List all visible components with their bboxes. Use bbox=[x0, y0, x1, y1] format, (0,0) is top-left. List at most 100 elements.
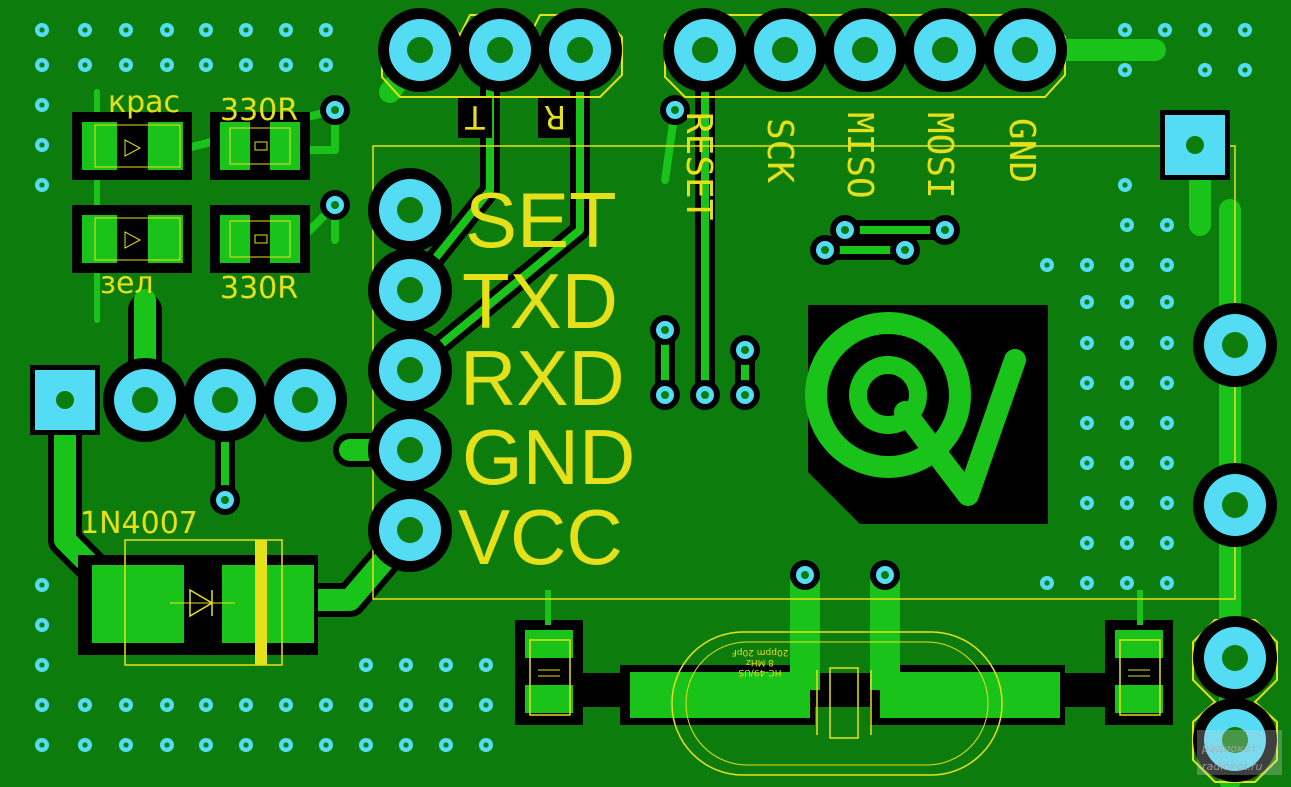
via-hole bbox=[1164, 380, 1170, 386]
pin-label-gnd: GND bbox=[462, 413, 635, 501]
pin-label-vcc: VCC bbox=[458, 493, 623, 581]
via-hole bbox=[1084, 580, 1090, 586]
crystal-outline bbox=[671, 631, 1003, 776]
via-hole bbox=[1124, 380, 1130, 386]
via-hole bbox=[1164, 460, 1170, 466]
via-hole bbox=[1164, 262, 1170, 268]
capacitor-right bbox=[1105, 590, 1173, 725]
via-hole bbox=[443, 702, 449, 708]
via-hole bbox=[1084, 262, 1090, 268]
header-right-outline bbox=[1192, 619, 1278, 783]
via-hole bbox=[39, 582, 45, 588]
via-hole bbox=[363, 702, 369, 708]
via-hole bbox=[1242, 27, 1248, 33]
via-hole bbox=[661, 391, 669, 399]
via-hole bbox=[243, 27, 249, 33]
led-red-label: крас bbox=[108, 85, 180, 120]
via-hole bbox=[39, 662, 45, 668]
pin-label-txd: TXD bbox=[462, 257, 618, 345]
via-hole bbox=[483, 742, 489, 748]
via-hole bbox=[1162, 27, 1168, 33]
via-hole bbox=[1044, 580, 1050, 586]
pad-hole bbox=[772, 37, 798, 63]
via-hole bbox=[164, 27, 170, 33]
silkscreen-labels: крас 330R зел 330R 1N4007 SET TXD RXD GN… bbox=[80, 85, 1042, 581]
via-grid bbox=[35, 23, 1252, 752]
via-hole bbox=[123, 742, 129, 748]
via-hole bbox=[283, 62, 289, 68]
diode-label: 1N4007 bbox=[80, 506, 198, 541]
pad-hole bbox=[1222, 645, 1248, 671]
via-hole bbox=[203, 62, 209, 68]
via-hole bbox=[701, 391, 709, 399]
via-hole bbox=[164, 742, 170, 748]
via-hole bbox=[483, 702, 489, 708]
via-hole bbox=[443, 662, 449, 668]
pad-hole bbox=[1222, 332, 1248, 358]
via-hole bbox=[123, 27, 129, 33]
via-hole bbox=[1202, 67, 1208, 73]
via-hole bbox=[203, 27, 209, 33]
via-hole bbox=[1122, 182, 1128, 188]
via-hole bbox=[39, 62, 45, 68]
isp-label-miso: MISO bbox=[839, 112, 880, 199]
via-hole bbox=[39, 142, 45, 148]
pad-hole bbox=[852, 37, 878, 63]
via-hole bbox=[82, 742, 88, 748]
via-hole bbox=[1124, 262, 1130, 268]
via-hole bbox=[39, 742, 45, 748]
via-hole bbox=[821, 246, 829, 254]
via-hole bbox=[39, 102, 45, 108]
pad-hole bbox=[397, 437, 423, 463]
via-hole bbox=[331, 201, 339, 209]
tx-marker: T bbox=[465, 98, 486, 136]
pad-hole bbox=[1222, 727, 1248, 753]
via-hole bbox=[39, 27, 45, 33]
via-hole bbox=[671, 106, 679, 114]
via-hole bbox=[1124, 500, 1130, 506]
via-hole bbox=[403, 742, 409, 748]
led-green bbox=[72, 205, 192, 273]
via-hole bbox=[39, 622, 45, 628]
pad-hole bbox=[932, 37, 958, 63]
via-hole bbox=[403, 702, 409, 708]
capacitor-left bbox=[515, 590, 583, 725]
via-hole bbox=[323, 742, 329, 748]
via-hole bbox=[1164, 540, 1170, 546]
pad-hole bbox=[1222, 492, 1248, 518]
via-hole bbox=[203, 702, 209, 708]
rx-marker: R bbox=[544, 98, 566, 136]
via-hole bbox=[1044, 262, 1050, 268]
pad-hole bbox=[567, 37, 593, 63]
via-hole bbox=[1084, 380, 1090, 386]
via-hole bbox=[1084, 500, 1090, 506]
pad-hole bbox=[397, 517, 423, 543]
via-hole bbox=[1124, 222, 1130, 228]
via-hole bbox=[123, 702, 129, 708]
via-hole bbox=[39, 182, 45, 188]
via-hole bbox=[164, 702, 170, 708]
via-hole bbox=[323, 27, 329, 33]
via-hole bbox=[1242, 67, 1248, 73]
via-hole bbox=[483, 662, 489, 668]
pad-hole bbox=[397, 197, 423, 223]
via-hole bbox=[901, 246, 909, 254]
via-hole bbox=[39, 702, 45, 708]
via-hole bbox=[283, 702, 289, 708]
via-hole bbox=[323, 62, 329, 68]
via-hole bbox=[1164, 222, 1170, 228]
via-hole bbox=[1084, 340, 1090, 346]
pad-hole bbox=[397, 357, 423, 383]
via-hole bbox=[1164, 420, 1170, 426]
resistor-top bbox=[210, 112, 310, 180]
via-hole bbox=[1124, 340, 1130, 346]
via-hole bbox=[1164, 500, 1170, 506]
watermark-url: radiokot.ru bbox=[1202, 760, 1262, 773]
watermark: радиокот radiokot.ru bbox=[1197, 730, 1282, 775]
via-hole bbox=[283, 27, 289, 33]
crystal-load-label: 20ppm 20pF bbox=[732, 647, 789, 657]
via-hole bbox=[801, 571, 809, 579]
pad-hole bbox=[1012, 37, 1038, 63]
vendor-logo bbox=[805, 305, 1048, 524]
